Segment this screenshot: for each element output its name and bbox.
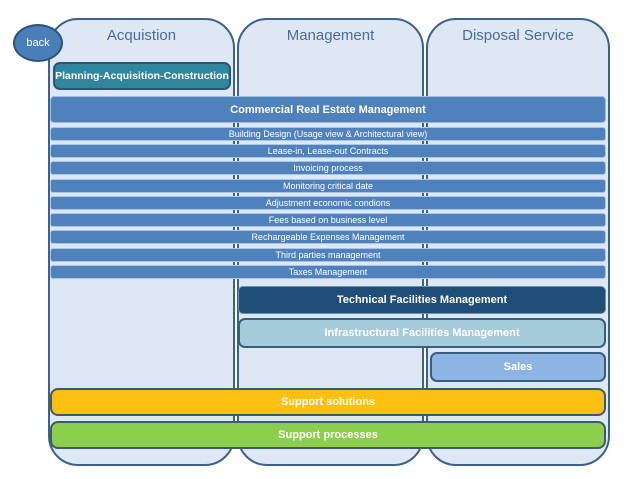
technical-facilities-management-bar[interactable]: Technical Facilities Management bbox=[238, 286, 606, 314]
support-solutions-bar[interactable]: Support solutions bbox=[50, 388, 606, 416]
process-row-fees-business-level[interactable]: Fees based on business level bbox=[50, 213, 606, 227]
infrastructural-facilities-management-bar[interactable]: Infrastructural Facilities Management bbox=[238, 318, 606, 348]
column-header-management: Management bbox=[286, 27, 375, 44]
sales-bar[interactable]: Sales bbox=[430, 352, 606, 382]
process-row-invoicing[interactable]: Invoicing process bbox=[50, 161, 606, 175]
process-row-rechargeable-expenses[interactable]: Rechargeable Expenses Management bbox=[50, 230, 606, 244]
planning-acquisition-construction-button[interactable]: Planning-Acquisition-Construction bbox=[53, 62, 231, 90]
process-row-lease-contracts[interactable]: Lease-in, Lease-out Contracts bbox=[50, 144, 606, 158]
process-row-building-design[interactable]: Building Design (Usage view & Architectu… bbox=[50, 127, 606, 141]
column-header-disposal-service: Disposal Service bbox=[462, 27, 574, 44]
process-row-adjustment-economic[interactable]: Adjustment economic condions bbox=[50, 196, 606, 210]
commercial-real-estate-management-bar[interactable]: Commercial Real Estate Management bbox=[50, 96, 606, 123]
back-button[interactable]: back bbox=[13, 24, 63, 62]
process-row-monitoring-critical-date[interactable]: Monitoring critical date bbox=[50, 179, 606, 193]
column-header-acquisition: Acquistion bbox=[106, 27, 177, 44]
process-row-taxes-management[interactable]: Taxes Management bbox=[50, 265, 606, 279]
process-row-third-parties[interactable]: Third parties management bbox=[50, 248, 606, 262]
support-processes-bar[interactable]: Support processes bbox=[50, 421, 606, 449]
